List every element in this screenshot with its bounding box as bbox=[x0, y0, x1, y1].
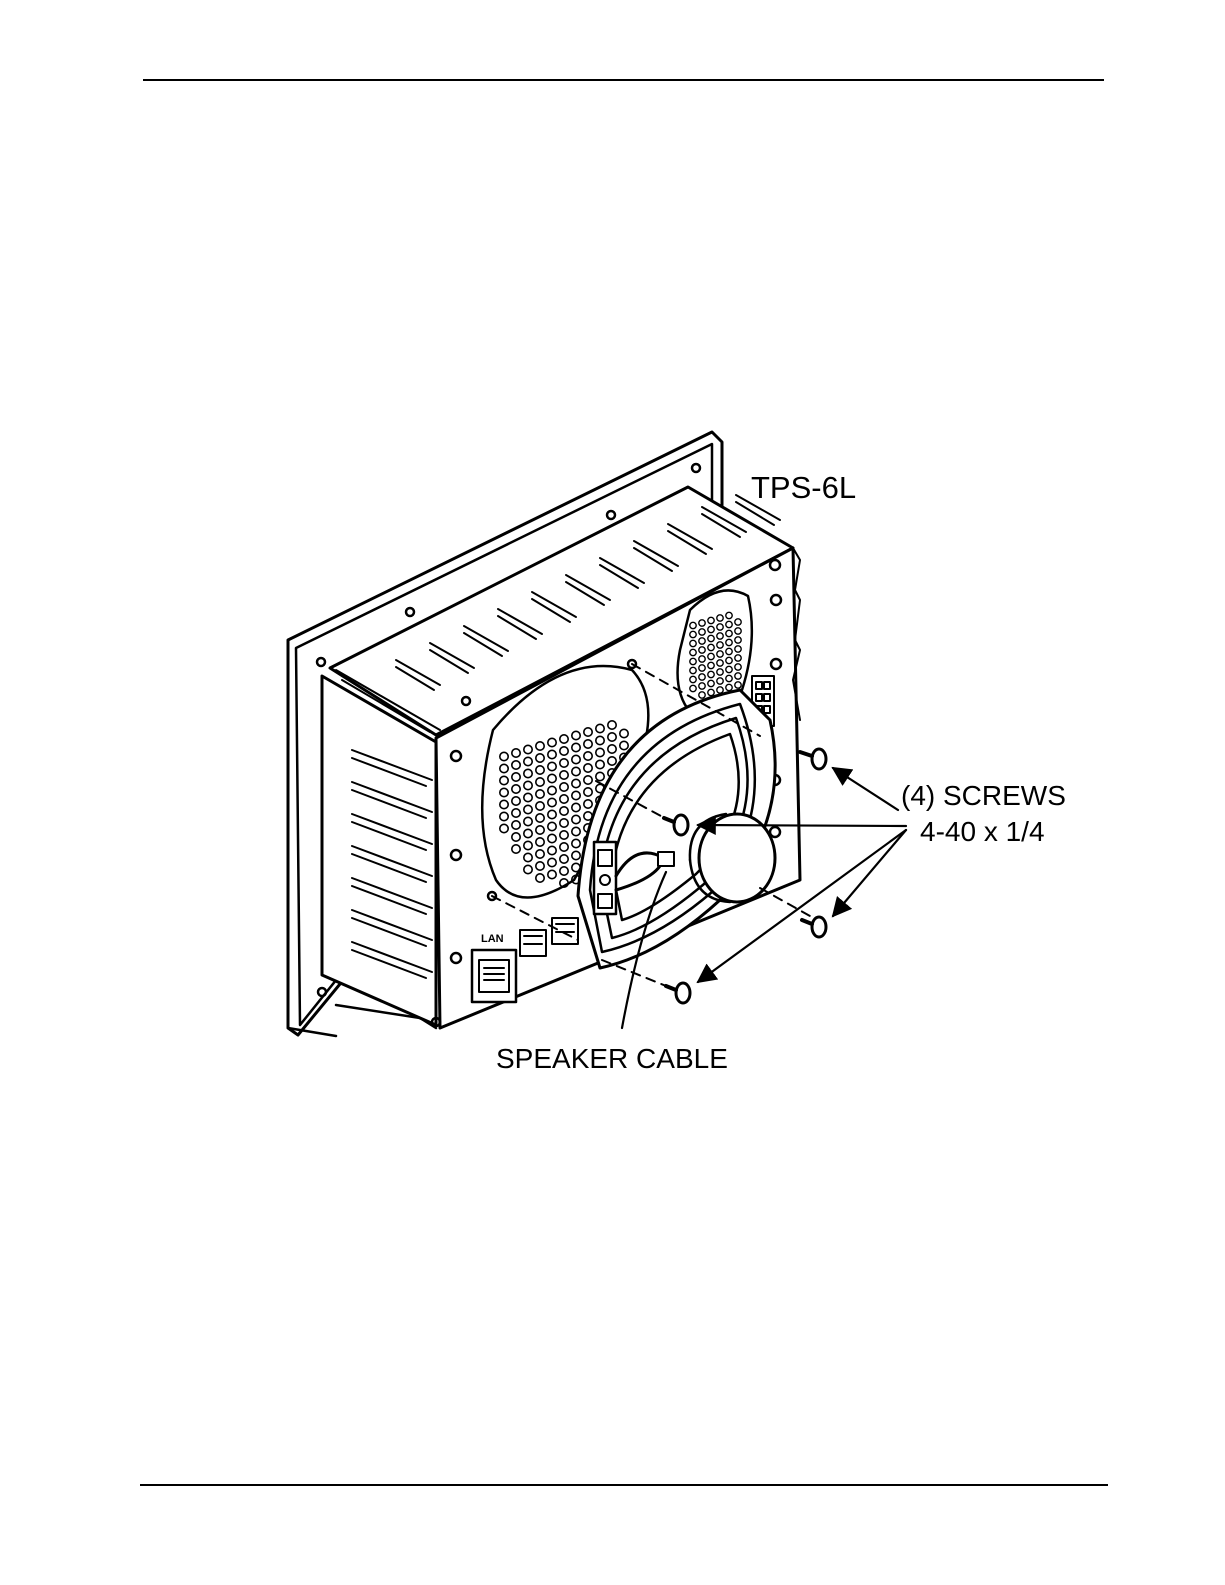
lan-port-label: LAN bbox=[481, 933, 504, 945]
screw-bottom-right bbox=[802, 917, 826, 937]
screws-callout-label: (4) SCREWS bbox=[901, 782, 1066, 810]
footer-rule bbox=[140, 1484, 1108, 1486]
model-label: TPS-6L bbox=[751, 472, 856, 503]
screw-top-right bbox=[800, 749, 826, 769]
screw-bottom bbox=[666, 983, 690, 1003]
screws-size-label: 4-40 x 1/4 bbox=[920, 818, 1045, 846]
speaker-cable-label: SPEAKER CABLE bbox=[496, 1045, 728, 1073]
